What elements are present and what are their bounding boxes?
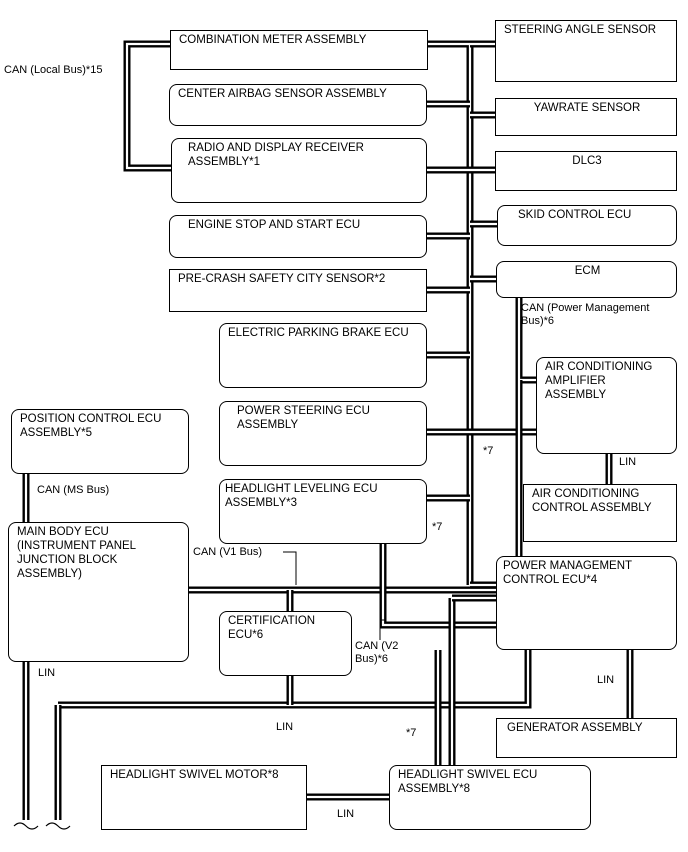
yawrate-sensor-box: YAWRATE SENSOR bbox=[495, 98, 677, 136]
note-7-right-label: *7 bbox=[483, 445, 494, 457]
center-airbag-sensor-box: CENTER AIRBAG SENSOR ASSEMBLY bbox=[169, 84, 427, 126]
electric-parking-brake-ecu-box: ELECTRIC PARKING BRAKE ECU bbox=[219, 323, 427, 388]
dlc3-box: DLC3 bbox=[495, 151, 677, 191]
break-mark-right bbox=[45, 822, 71, 830]
can-ms-bus-label: CAN (MS Bus) bbox=[37, 484, 110, 496]
can-local-bus-left bbox=[123, 40, 171, 172]
headlight-leveling-ecu-box: HEADLIGHT LEVELING ECU ASSEMBLY*3 bbox=[219, 479, 427, 544]
lin-generator-label: LIN bbox=[597, 674, 615, 686]
skid-control-ecu-box: SKID CONTROL ECU bbox=[497, 205, 677, 246]
main-body-ecu-box: MAIN BODY ECU (INSTRUMENT PANEL JUNCTION… bbox=[8, 522, 189, 662]
can-v1-leader bbox=[283, 551, 297, 585]
lin-ac-label: LIN bbox=[619, 456, 637, 468]
lin-swivel-label: LIN bbox=[337, 808, 355, 820]
lin-main-body-loop-core bbox=[58, 650, 530, 707]
can-local-bus-label: CAN (Local Bus)*15 bbox=[4, 64, 103, 76]
can-v2-bus-core bbox=[381, 544, 496, 627]
power-management-ecu-box: POWER MANAGEMENT CONTROL ECU*4 bbox=[496, 556, 677, 650]
pre-crash-safety-sensor-box: PRE-CRASH SAFETY CITY SENSOR*2 bbox=[169, 269, 427, 312]
note-7-bottom-label: *7 bbox=[406, 727, 417, 739]
note-7-center-label: *7 bbox=[432, 521, 443, 533]
can-v2-bus-label: CAN (V2 Bus)*6 bbox=[355, 640, 399, 665]
can-v2-leader bbox=[379, 619, 385, 640]
lin-bottom-label: LIN bbox=[276, 721, 294, 733]
combination-meter-box: COMBINATION METER ASSEMBLY bbox=[170, 30, 428, 70]
can-main-trunk bbox=[427, 40, 474, 585]
air-conditioning-control-box: AIR CONDITIONING CONTROL ASSEMBLY bbox=[523, 484, 677, 542]
air-conditioning-amplifier-box: AIR CONDITIONING AMPLIFIER ASSEMBLY bbox=[536, 357, 677, 454]
steering-angle-sensor-box: STEERING ANGLE SENSOR bbox=[495, 20, 677, 82]
headlight-swivel-motor-box: HEADLIGHT SWIVEL MOTOR*8 bbox=[101, 765, 307, 830]
generator-assembly-box: GENERATOR ASSEMBLY bbox=[496, 718, 677, 758]
lin-main-body-label: LIN bbox=[38, 667, 56, 679]
position-control-ecu-box: POSITION CONTROL ECU ASSEMBLY*5 bbox=[11, 409, 189, 474]
certification-ecu-box: CERTIFICATION ECU*6 bbox=[219, 611, 352, 676]
break-mark-left bbox=[13, 822, 39, 830]
ecm-box: ECM bbox=[496, 261, 677, 298]
engine-stop-start-ecu-box: ENGINE STOP AND START ECU bbox=[169, 215, 427, 258]
power-steering-ecu-box: POWER STEERING ECU ASSEMBLY bbox=[219, 401, 427, 466]
headlight-swivel-ecu-box: HEADLIGHT SWIVEL ECU ASSEMBLY*8 bbox=[389, 765, 591, 830]
can-v1-bus-label: CAN (V1 Bus) bbox=[193, 546, 263, 558]
radio-display-receiver-box: RADIO AND DISPLAY RECEIVER ASSEMBLY*1 bbox=[171, 138, 427, 203]
can-main-trunk-core bbox=[427, 42, 472, 585]
can-local-bus-left-core bbox=[125, 42, 171, 170]
can-power-management-bus-label: CAN (Power Management Bus)*6 bbox=[521, 302, 650, 327]
